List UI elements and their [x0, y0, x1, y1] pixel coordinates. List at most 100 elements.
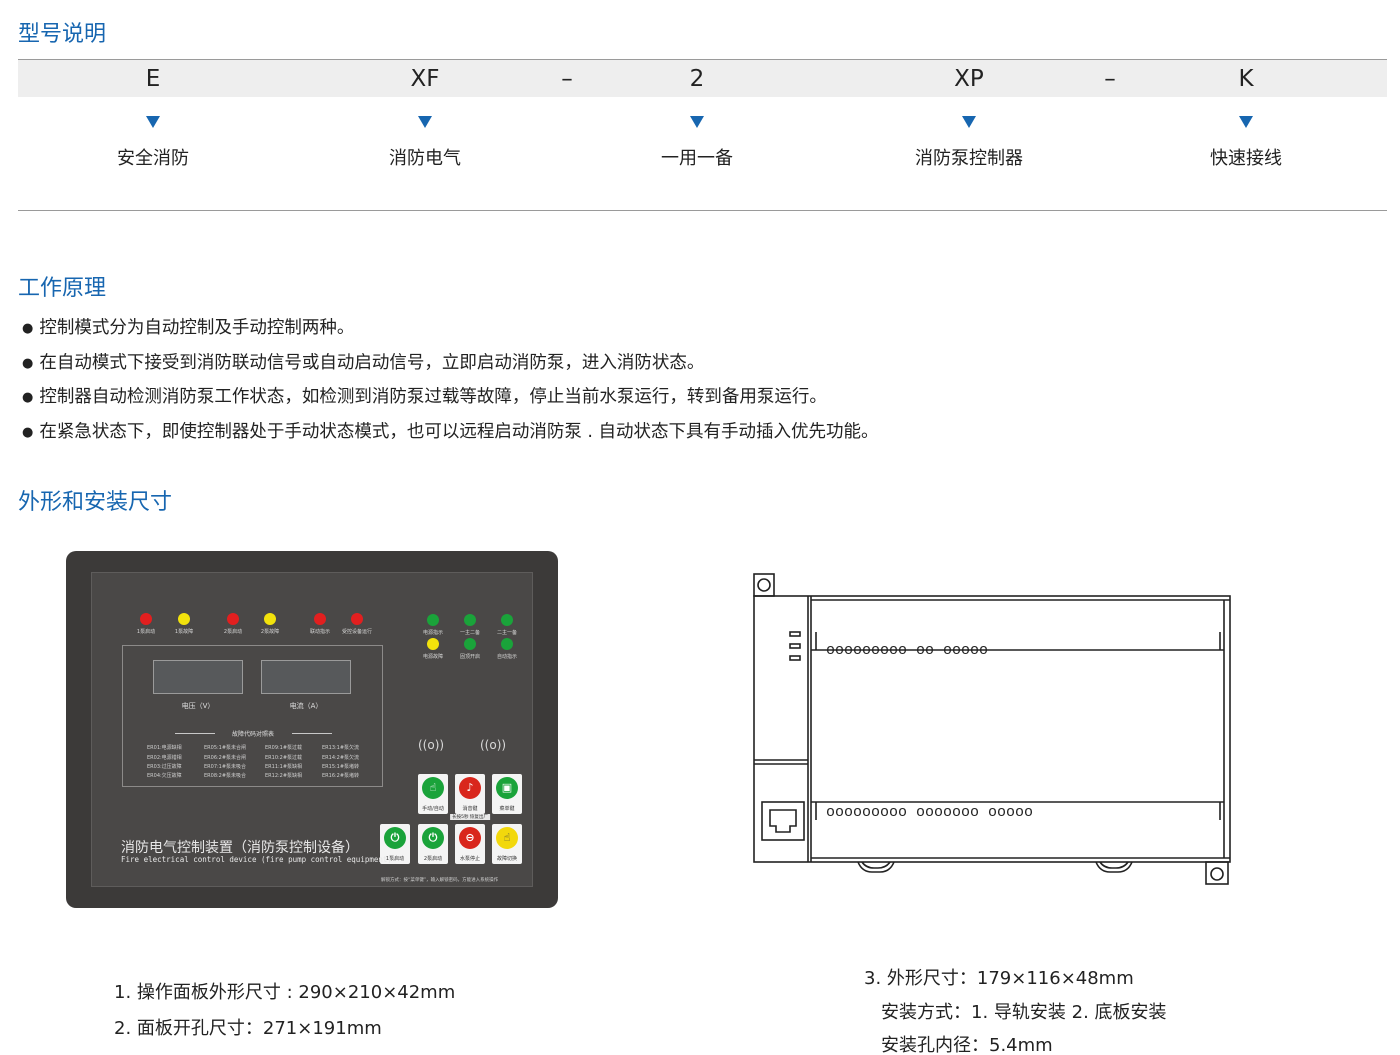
panel-title: 消防电气控制装置（消防泵控制设备） [121, 840, 359, 856]
led-label: 2泵启动 [223, 629, 243, 635]
model-code-separator: – [1104, 66, 1116, 92]
led-yellow-icon [264, 613, 276, 625]
lock-icon: ▣ [496, 777, 518, 799]
controller-body [753, 595, 1231, 863]
menu-button[interactable]: ▣ 菜单键 [492, 774, 522, 814]
hand-icon: ☝ [496, 827, 518, 849]
current-label: 电流（A） [289, 702, 323, 710]
led-label: 2泵故障 [260, 629, 280, 635]
led-label: 固顶开启 [459, 654, 481, 660]
fault-code: ER03:过压故障 [147, 764, 182, 770]
spec-cutout-size: 2. 面板开孔尺寸：271×191mm [114, 1018, 382, 1039]
rj45-port-icon [761, 801, 805, 841]
principle-item: 控制器自动检测消防泵工作状态，如检测到消防泵过载等故障，停止当前水泵运行，转到备… [22, 381, 879, 416]
fault-table-title: 故障代码对照表 [231, 731, 275, 738]
model-code-description: 快速接线 [1210, 148, 1282, 169]
spec-panel-size: 1. 操作面板外形尺寸 : 290×210×42mm [114, 982, 456, 1003]
led-label: 电源故障 [422, 654, 444, 660]
fault-code: ER01:电源缺相 [147, 745, 182, 751]
fault-code: ER08:2#泵未吸合 [204, 773, 247, 779]
principle-item: 在紧急状态下，即使控制器处于手动状态模式，也可以远程启动消防泵 . 自动状态下具… [22, 416, 878, 451]
manual-auto-button[interactable]: ☝ 手动/自动 [418, 774, 448, 814]
arrow-down-icon [962, 116, 976, 128]
pump-stop-button[interactable]: ⊖ 水泵停止 [455, 824, 485, 864]
principle-item: 控制模式分为自动控制及手动控制两种。 [22, 312, 879, 347]
display-area [122, 645, 383, 787]
hand-icon: ☝ [422, 777, 444, 799]
principle-list: 控制模式分为自动控制及手动控制两种。 在自动模式下接受到消防联动信号或自动启动信… [22, 312, 879, 451]
fault-code: ER11:1#泵缺相 [265, 764, 303, 770]
fault-code: ER04:欠压故障 [147, 773, 182, 779]
principle-item: 在自动模式下接受到消防联动信号或自动启动信号，立即启动消防泵，进入消防状态。 [22, 347, 879, 382]
stop-icon: ⊖ [459, 827, 481, 849]
model-code-char: K [1238, 66, 1254, 92]
fault-code: ER10:2#泵过载 [265, 755, 303, 761]
led-green-icon [464, 614, 476, 626]
fault-code: ER16:2#泵堵转 [322, 773, 360, 779]
spec-hole-diameter: 安装孔内径：5.4mm [881, 1035, 1053, 1055]
led-label: 联动指示 [309, 629, 331, 635]
arrow-down-icon [1239, 116, 1253, 128]
model-code-char: XF [410, 66, 440, 92]
led-label: 二主一备 [496, 630, 518, 636]
fault-code: ER12:2#泵缺相 [265, 773, 303, 779]
fault-code: ER07:1#泵未吸合 [204, 764, 247, 770]
pump2-start-button[interactable]: ⏻ 2泵启动 [418, 824, 448, 864]
model-code-description: 消防电气 [389, 148, 461, 169]
led-green-icon [464, 638, 476, 650]
top-terminal-row: ooooooooo oo ooooo [826, 642, 988, 659]
model-code-description: 一用一备 [661, 148, 733, 169]
power-icon: ⏻ [384, 827, 406, 849]
led-label: 受控设备运行 [341, 629, 373, 635]
model-code-bar: E XF – 2 XP – K [18, 59, 1387, 97]
mount-tab [1205, 861, 1229, 885]
spec-install-method: 安装方式：1. 导轨安装 2. 底板安装 [881, 1002, 1167, 1023]
led-label: 电源指示 [422, 630, 444, 636]
model-code-separator: – [561, 66, 573, 92]
model-code-description: 安全消防 [117, 148, 189, 169]
fault-code: ER06:2#泵未合闸 [204, 755, 247, 761]
mount-tab [753, 573, 775, 597]
panel-footnote: 解锁方式：按“菜单键”，输入解锁密码，方能进入系统操作 [381, 878, 499, 883]
voltage-label: 电压（V） [181, 702, 215, 710]
model-code-char: E [145, 66, 161, 92]
mute-button[interactable]: ♪ 消音键 [455, 774, 485, 814]
power-icon: ⏻ [422, 827, 444, 849]
section-title-model: 型号说明 [18, 22, 107, 47]
wireless-icon: ((o)) [480, 738, 507, 752]
led-green-icon [501, 638, 513, 650]
current-display [261, 660, 351, 694]
spec-outline-size: 3. 外形尺寸：179×116×48mm [864, 968, 1134, 989]
model-code-char: XP [954, 66, 984, 92]
factory-reset-note: 长按5秒 恢复出厂 [450, 814, 490, 820]
bottom-terminal-row: ooooooooo ooooooo ooooo [826, 804, 1033, 821]
section-title-principle: 工作原理 [18, 276, 107, 301]
mount-hole [757, 578, 771, 592]
led-red-icon [351, 613, 363, 625]
section-divider [18, 210, 1387, 211]
fault-title-rule [292, 733, 332, 734]
pump1-start-button[interactable]: ⏻ 1泵启动 [380, 824, 410, 864]
controller-line-drawing: ooooooooo oo ooooo ooooooooo ooooooo ooo… [753, 573, 1231, 885]
din-clip [857, 861, 895, 873]
led-red-icon [140, 613, 152, 625]
led-green-icon [501, 614, 513, 626]
panel-subtitle: Fire electrical control device (fire pum… [121, 855, 392, 864]
led-label: 自动指示 [496, 654, 518, 660]
fault-code: ER09:1#泵过载 [265, 745, 303, 751]
led-green-icon [427, 614, 439, 626]
din-clip [1095, 861, 1133, 873]
fault-code: ER02:电源错相 [147, 755, 182, 761]
fault-code: ER13:1#泵欠流 [322, 745, 360, 751]
fault-code: ER15:1#泵堵转 [322, 764, 360, 770]
section-title-dimensions: 外形和安装尺寸 [18, 490, 173, 515]
led-label: 1泵启动 [136, 629, 156, 635]
led-red-icon [314, 613, 326, 625]
model-code-description: 消防泵控制器 [915, 148, 1023, 169]
voltage-display [153, 660, 243, 694]
fault-switch-button[interactable]: ☝ 故障切换 [492, 824, 522, 864]
led-label: 一主二备 [459, 630, 481, 636]
arrow-down-icon [146, 116, 160, 128]
led-red-icon [227, 613, 239, 625]
model-code-char: 2 [689, 66, 705, 92]
